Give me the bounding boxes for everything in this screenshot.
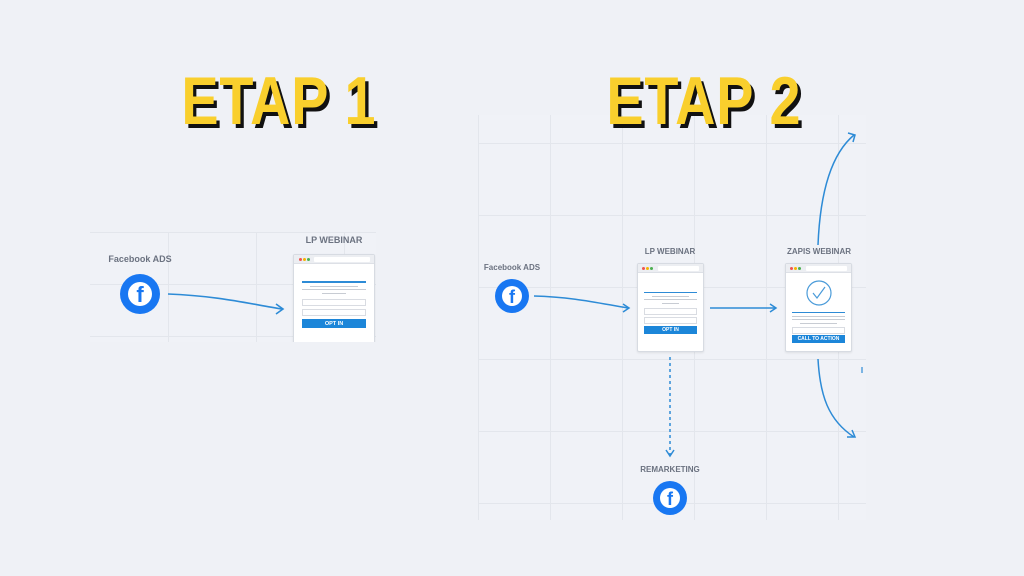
facebook-icon: f (653, 481, 687, 515)
stage-2-diagram: Facebook ADS f LP WEBINAR OPT IN ZAPIS W… (478, 115, 866, 520)
arrow-icon (817, 134, 855, 246)
lp-webinar-label: LP WEBINAR (305, 235, 363, 245)
lp-webinar-page: OPT IN (293, 254, 375, 342)
connector-arrows (533, 132, 863, 458)
facebook-icon: f (495, 279, 529, 313)
zapis-webinar-label: ZAPIS WEBINAR (787, 247, 851, 256)
lp-webinar-page: OPT IN (637, 263, 704, 352)
arrow-icon (167, 293, 285, 315)
facebook-ads-label: Facebook ADS (108, 254, 172, 264)
stage-1-diagram: Facebook ADS f LP WEBINAR OPT IN (90, 232, 376, 342)
stage-2-title: ETAP 2 (606, 63, 802, 139)
remarketing-label: REMARKETING (640, 465, 700, 474)
call-to-action-button: CALL TO ACTION (792, 335, 845, 343)
facebook-ads-label: Facebook ADS (483, 263, 541, 272)
zapis-webinar-page: CALL TO ACTION (785, 263, 852, 352)
opt-in-button: OPT IN (302, 319, 366, 328)
stage-1-title: ETAP 1 (181, 63, 377, 139)
arrow-icon (533, 295, 629, 309)
facebook-icon: f (120, 274, 160, 314)
opt-in-button: OPT IN (644, 326, 697, 334)
arrow-icon (817, 358, 855, 438)
lp-webinar-label: LP WEBINAR (644, 247, 696, 256)
checkmark-circle-icon (806, 280, 832, 306)
